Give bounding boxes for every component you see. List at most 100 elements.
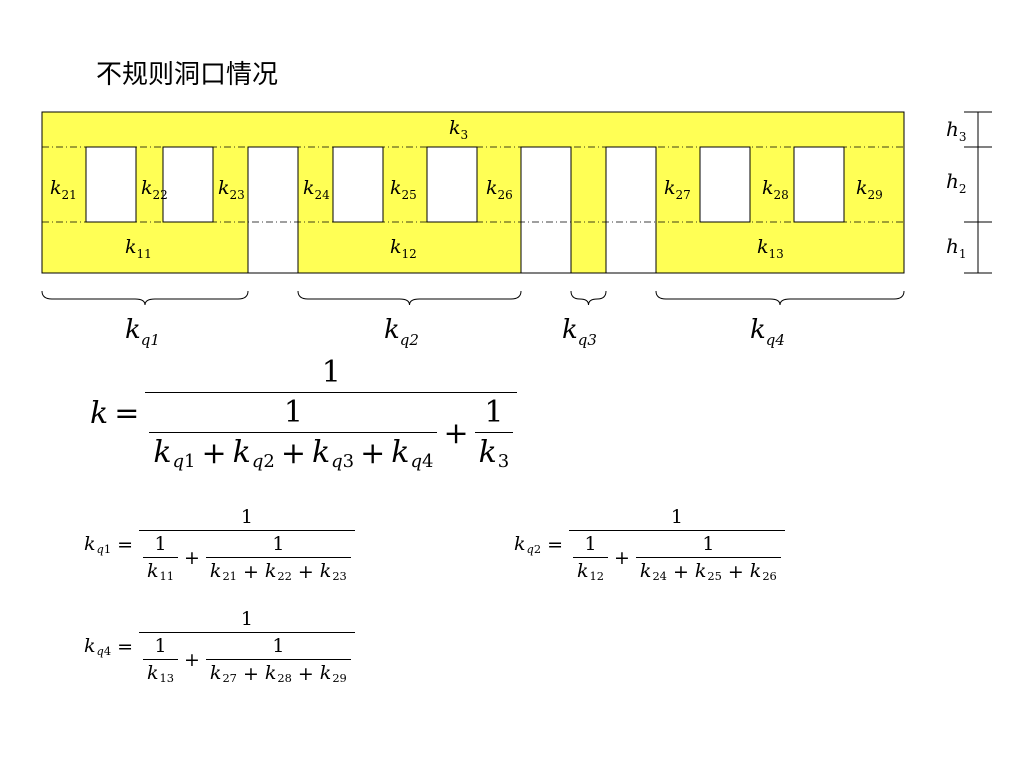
label-k27-sub: 27 (676, 188, 691, 202)
kq2-inv-frac-denominator: k12 (572, 557, 608, 583)
label-k21-base: k (50, 177, 62, 199)
window-opening (426, 146, 478, 223)
kq1-sum-plus: + (242, 560, 259, 583)
kq4-inv-frac-denominator: k13 (142, 659, 178, 686)
kq2-sum-one: 1 (702, 533, 715, 555)
kq4-frac-numerator: 1 (139, 608, 355, 632)
label-kq3-sub: q3 (578, 331, 597, 349)
main-kq3: kq3 (312, 435, 354, 472)
kq4-k27-sub: 27 (222, 671, 237, 686)
main-sum: kq1+kq2+kq3+kq4 (153, 435, 433, 472)
kq1-plus: + (184, 547, 200, 570)
main-inner-one: 1 (283, 395, 303, 430)
kq4-k13-sub: 13 (159, 671, 175, 686)
kq2-inv-one: 1 (584, 533, 597, 555)
main-inner-frac-numerator: 1 (149, 395, 437, 432)
label-k26: k26 (486, 177, 513, 202)
kq2-sum-plus: + (672, 560, 689, 583)
label-kq1: kq1 (125, 315, 160, 349)
kq4-k27: k27 (210, 662, 237, 685)
main-kq1: kq1 (153, 435, 195, 472)
kq4-sum-frac-numerator: 1 (206, 635, 351, 659)
label-k22-sub: 22 (153, 188, 168, 202)
door-opening (520, 146, 572, 274)
main-last-frac-numerator: 1 (475, 395, 514, 432)
label-kq2-sub: q2 (400, 331, 419, 349)
label-k27: k27 (664, 177, 691, 202)
door-opening (605, 146, 657, 274)
kq4-k13: k13 (147, 662, 175, 686)
label-k29: k29 (856, 177, 883, 202)
kq1-lhs-sub: q1 (97, 542, 112, 556)
kq2-frac-numerator: 1 (569, 506, 785, 530)
kq2-sum: k24+k25+k26 (640, 560, 777, 583)
label-kq3: kq3 (562, 315, 597, 349)
kq4-lhs-sub-n: 4 (103, 644, 112, 659)
kq4-k29-sub: 29 (332, 671, 347, 686)
main-one: 1 (321, 355, 341, 390)
kq1-sum-plus: + (297, 560, 314, 583)
label-k13-sub: 13 (769, 247, 784, 261)
main-kq2: kq2 (233, 435, 275, 472)
main-kq4-sub-q: q (410, 451, 422, 473)
kq1-frac-numerator: 1 (139, 506, 355, 530)
kq2-k25-base: k (694, 560, 707, 582)
kq1-k11: k11 (147, 560, 175, 584)
kq2-k25-sub: 25 (707, 569, 722, 584)
label-kq4-sub: q4 (766, 331, 785, 349)
kq2-lhs-sub-q: q (526, 542, 534, 557)
label-k28-sub: 28 (774, 188, 789, 202)
main-lhs: k (90, 396, 109, 432)
label-k27-base: k (664, 177, 676, 199)
kq1-lhs-sub-n: 1 (103, 542, 112, 557)
main-last-frac: 1 k3 (474, 395, 514, 473)
kq1-inv-frac-denominator: k11 (142, 557, 178, 584)
kq4-k29-base: k (319, 662, 332, 684)
page-title: 不规则洞口情况 (96, 60, 279, 90)
label-k23: k23 (218, 177, 245, 202)
brace-kq1 (41, 290, 249, 306)
label-h1-sub: 1 (959, 247, 967, 261)
kq4-k28-base: k (264, 662, 277, 684)
kq2-lhs: kq2 (514, 533, 541, 556)
kq1-sum-frac-numerator: 1 (206, 533, 351, 557)
kq1-k22: k22 (265, 560, 292, 583)
kq2-k26-sub: 26 (762, 569, 777, 584)
label-h2-base: h (946, 169, 959, 193)
kq2-lhs-sub-n: 2 (533, 542, 542, 557)
kq4-inv-frac-numerator: 1 (143, 635, 178, 659)
kq1-inv-one: 1 (154, 533, 167, 555)
kq2-plus: + (614, 547, 630, 570)
kq1-k21-base: k (209, 560, 222, 582)
label-k28: k28 (762, 177, 789, 202)
main-kq1-sub: q1 (173, 451, 196, 472)
main-k3-base: k (478, 435, 497, 470)
main-kq2-sub-q: q (251, 451, 264, 473)
label-h3-base: h (946, 117, 959, 141)
kq4-sum-plus: + (242, 662, 259, 685)
kq2-lhs-sub: q2 (527, 542, 542, 556)
label-k12: k12 (390, 236, 417, 261)
kq4-k28: k28 (265, 662, 292, 685)
main-k3-sub: 3 (497, 451, 510, 473)
kq4-sum-frac-denominator: k27+k28+k29 (205, 659, 351, 686)
label-h2: h2 (946, 169, 967, 196)
main-last-one: 1 (484, 395, 504, 430)
kq1-k11-sub: 11 (159, 569, 175, 584)
main-frac-numerator: 1 (145, 355, 517, 392)
kq2-k24: k24 (640, 560, 667, 583)
kq1-k23-sub: 23 (332, 569, 347, 584)
